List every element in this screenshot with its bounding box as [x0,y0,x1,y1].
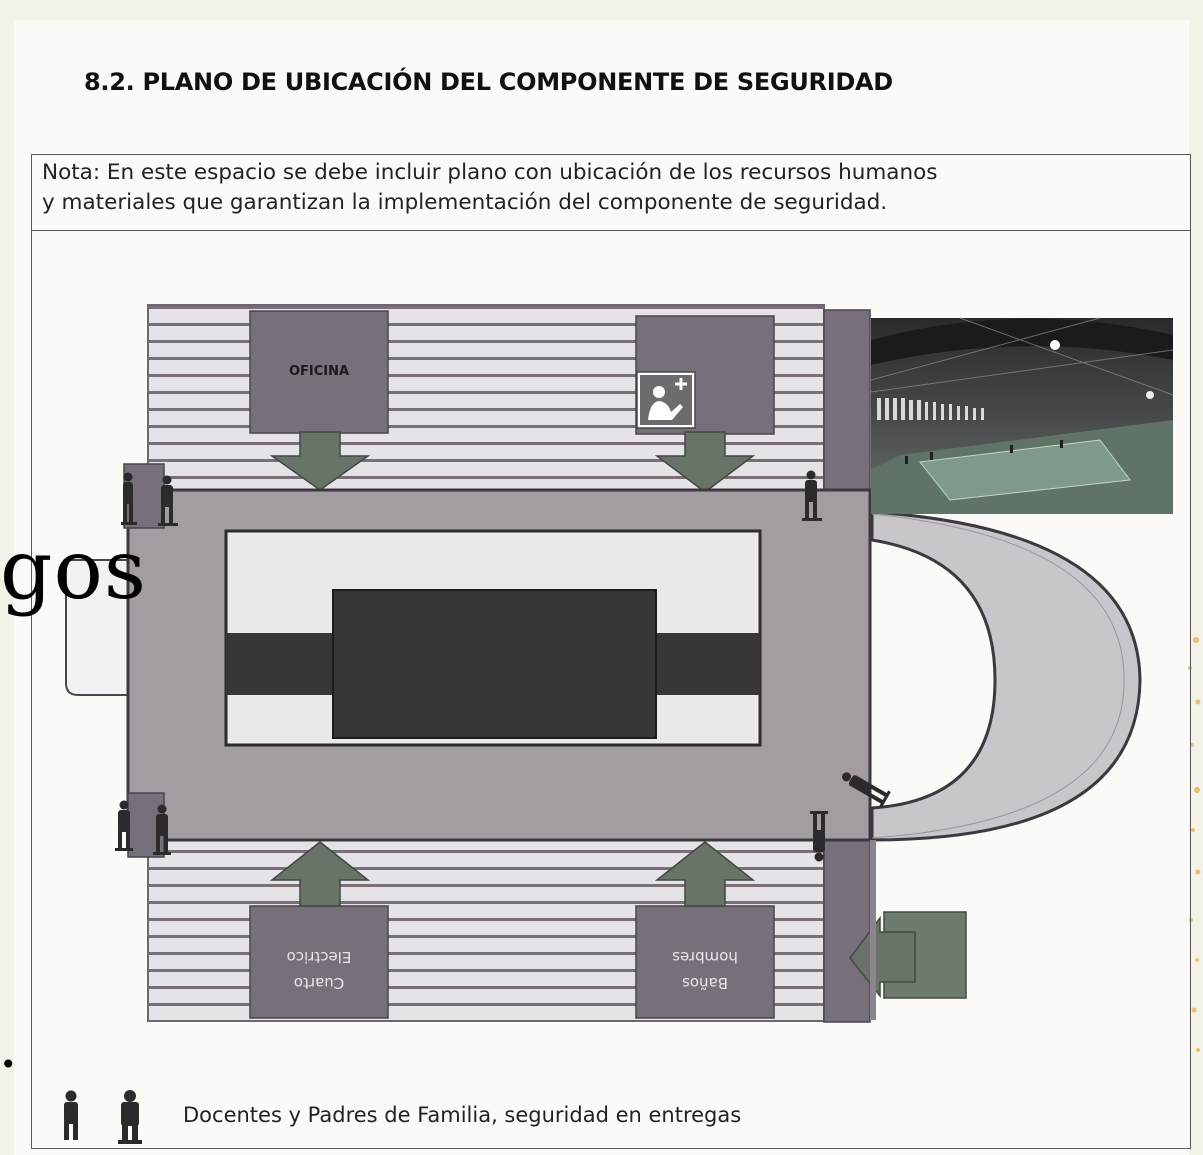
overlay-large-text: gos [0,523,147,618]
note-line-2: y materiales que garantizan la implement… [42,190,888,215]
electric-room-arrow [269,841,371,907]
center-stage [332,589,657,739]
section-heading: 8.2. PLANO DE UBICACIÓN DEL COMPONENTE D… [84,68,893,96]
right-lower-pillar [823,839,871,1023]
plan-frame [31,154,1191,1149]
electric-room-label-line1: Cuarto [294,974,344,992]
overlay-bullet: • [0,1048,17,1081]
right-upper-pillar [823,309,871,491]
legend-text: Docentes y Padres de Familia, seguridad … [183,1103,742,1127]
electric-room-block [249,905,389,1019]
curved-ramp [870,510,1142,842]
note-line-1: Nota: En este espacio se debe incluir pl… [42,160,938,185]
first-aid-person-icon [636,371,696,429]
instruction-note: Nota: En este espacio se debe incluir pl… [42,158,1182,218]
guard-figures-icon [64,1090,142,1144]
mens-bath-label-line2: hombres [672,948,738,966]
office-block [249,310,389,434]
mens-bath-arrow [654,841,756,907]
office-arrow [269,431,371,491]
first-aid-arrow [654,431,756,493]
electric-room-label-line2: Electrico [287,948,352,966]
office-label: OFICINA [289,364,349,379]
mens-bath-label-line1: Baños [682,974,728,992]
indoor-arena-photo [870,317,1174,514]
bottom-right-arrow [849,915,916,999]
note-divider [31,230,1191,231]
left-entrance-tab [65,559,128,696]
guard-figures [115,470,891,862]
